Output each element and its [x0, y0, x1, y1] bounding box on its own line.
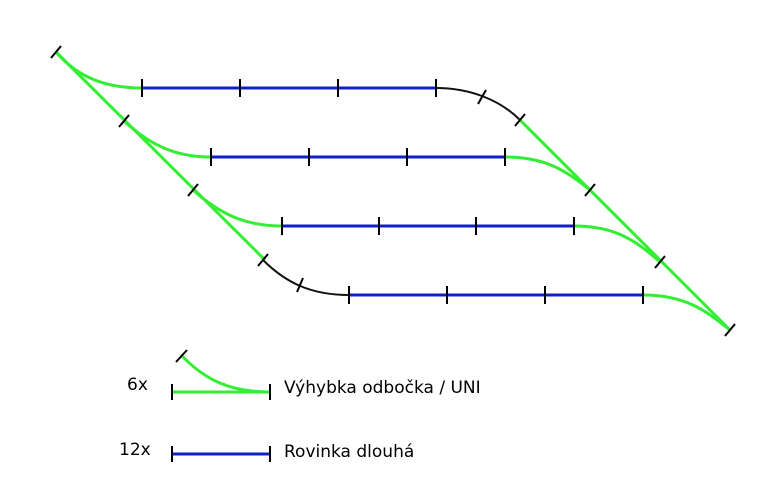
- legend-item-straight: 12x Rovinka dlouhá: [119, 440, 414, 462]
- left-branch-curve-3: [192, 188, 283, 228]
- turnout-icon: [171, 349, 271, 400]
- curve-track-bottom-left: [262, 259, 350, 296]
- row-3-joints: [281, 217, 575, 235]
- diagonal-joints: [50, 45, 736, 337]
- legend-item-turnout: 6x Výhybka odbočka / UNI: [127, 349, 481, 400]
- joint-tick: [584, 183, 596, 197]
- joint-tick: [296, 277, 304, 293]
- legend-count: 6x: [127, 375, 148, 395]
- joint-tick: [514, 113, 526, 127]
- legend-count: 12x: [119, 440, 151, 460]
- legend: 6x Výhybka odbočka / UNI 12x Rovinka dlo…: [119, 349, 481, 462]
- joint-tick: [118, 114, 130, 128]
- right-branch-curve-3: [573, 224, 661, 264]
- right-branch-curve-2: [504, 155, 591, 192]
- legend-label: Výhybka odbočka / UNI: [284, 378, 481, 398]
- left-branch-curve-2: [122, 119, 212, 159]
- row-1-joints: [141, 79, 437, 97]
- row-2-joints: [210, 148, 506, 166]
- joint-tick: [50, 45, 62, 59]
- right-diagonal-track: [518, 118, 732, 332]
- legend-label: Rovinka dlouhá: [284, 442, 414, 462]
- left-branch-curve-1: [54, 51, 143, 90]
- joint-tick: [257, 253, 269, 267]
- row-4-joints: [348, 286, 644, 304]
- joint-tick: [477, 89, 487, 105]
- straight-track-icon: [171, 446, 271, 462]
- right-branch-curve-4: [642, 293, 731, 332]
- joint-tick: [724, 323, 736, 337]
- left-diagonal-track: [54, 50, 267, 262]
- joint-tick: [654, 255, 666, 269]
- joint-tick: [187, 183, 199, 197]
